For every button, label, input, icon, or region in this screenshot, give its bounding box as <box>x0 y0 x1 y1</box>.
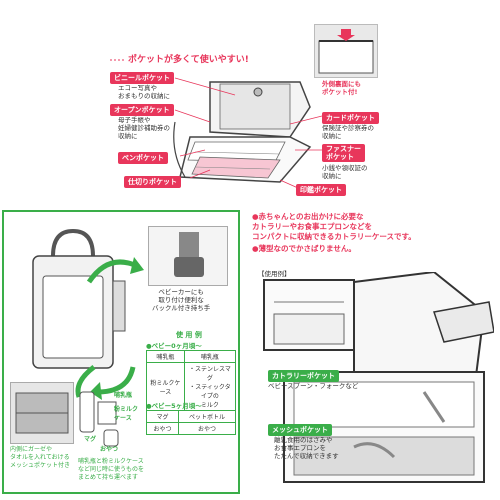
card-pocket-desc: 保険証や診察券の 収納に <box>322 124 374 140</box>
usage-table-1: 哺乳瓶哺乳瓶 粉ミルクケース・ステンレスマグ ・スティックタイプの ミルク <box>146 350 237 411</box>
bottle-icon <box>79 391 119 447</box>
cutlery-pocket-desc: ベビースプーン・フォークなど <box>268 382 359 390</box>
pouch-illustration <box>173 81 312 183</box>
bag-illustration <box>32 228 126 369</box>
outer-pocket-image <box>315 25 377 77</box>
fastener-pocket-desc: 小銭や領収証の 収納に <box>322 164 368 180</box>
buckle-note: ベビーカーにも 取り付け便利な バックル付き持ち手 <box>152 288 211 312</box>
outer-pocket-inset <box>314 24 378 78</box>
usage-age2: ●ベビー5ヶ月頃～ <box>146 402 202 410</box>
vinyl-pocket-desc: エコー写真や おまもりの収納に <box>118 84 170 100</box>
arrow-icon-2 <box>90 366 136 400</box>
mesh-image <box>15 392 69 434</box>
open-pocket-desc: 母子手帳や 妊婦健診補助券の 収納に <box>118 116 170 140</box>
bottle-note: 哺乳瓶 <box>114 392 133 399</box>
title-dash-icon <box>110 59 125 61</box>
buckle-inset <box>148 226 228 286</box>
bullet-1: ●赤ちゃんとのお出かけに必要な カトラリーやお食事エプロンなどを コンパクトに収… <box>252 212 416 241</box>
fastener-pocket-label: ファスナー ポケット <box>322 144 365 162</box>
leader-lines-right <box>279 115 323 189</box>
cell: おやつ <box>146 422 179 435</box>
mesh-pocket-label: メッシュポケット <box>268 424 332 436</box>
usage-header: 使 用 例 <box>176 331 202 339</box>
side-note: 哺乳瓶と粉ミルクケース など同じ時に使うものを まとめて持ち運べます <box>78 458 145 481</box>
cell: マグ <box>146 410 179 423</box>
cell: ペットボトル <box>177 410 237 423</box>
usage-tag: 【使用例】 <box>258 270 291 278</box>
top-section: ポケットが多くて使いやすい! ビニールポケット エコー写真や おまもりの収納に … <box>0 0 500 210</box>
bag-section: ベビーカーにも 取り付け便利な バックル付き持ち手 使 用 例 ●ベビー0ヶ月頃… <box>2 210 240 494</box>
cutlery-pocket-label: カトラリーポケット <box>268 370 339 382</box>
open-pocket-label: オープンポケット <box>110 104 174 116</box>
outer-pocket-note: 外側裏面にも ポケット付! <box>322 80 361 96</box>
top-title: ポケットが多くて使いやすい! <box>128 55 249 65</box>
buckle-image <box>174 232 204 277</box>
stamp-pocket-label: 印鑑ポケット <box>296 184 346 196</box>
inner-inset <box>10 382 74 444</box>
vinyl-pocket-label: ビニールポケット <box>110 72 174 84</box>
usage-table-2: マグペットボトル おやつおやつ <box>146 410 237 435</box>
mesh-pocket-desc: 離乳食用のはさみや お食事エプロンを たたんで収納できます <box>274 436 339 460</box>
card-pocket-label: カードポケット <box>322 112 379 124</box>
cell: おやつ <box>177 422 237 435</box>
arrow-icon <box>86 257 144 284</box>
snack-note: おやつ <box>100 446 119 453</box>
divider-pocket-label: 仕切りポケット <box>124 176 181 188</box>
cutlery-section: ●赤ちゃんとのお出かけに必要な カトラリーやお食事エプロンなどを コンパクトに収… <box>244 210 500 500</box>
leader-lines-left <box>174 77 236 179</box>
bullet-2: ●薄型なのでかさばりません。 <box>252 244 356 253</box>
formula-note: 粉ミルク ケース <box>114 406 139 422</box>
mug-note: マグ <box>84 436 97 443</box>
inner-note: 内側にガーゼや タオルを入れておける メッシュポケット付き <box>10 446 71 469</box>
arrow-icon-3 <box>75 365 96 398</box>
cell: 哺乳瓶 <box>183 350 237 363</box>
usage-age1: ●ベビー0ヶ月頃～ <box>146 342 202 350</box>
cell: 哺乳瓶 <box>146 350 185 363</box>
pen-pocket-label: ペンポケット <box>118 152 168 164</box>
cell: 粉ミルクケース <box>146 362 185 411</box>
